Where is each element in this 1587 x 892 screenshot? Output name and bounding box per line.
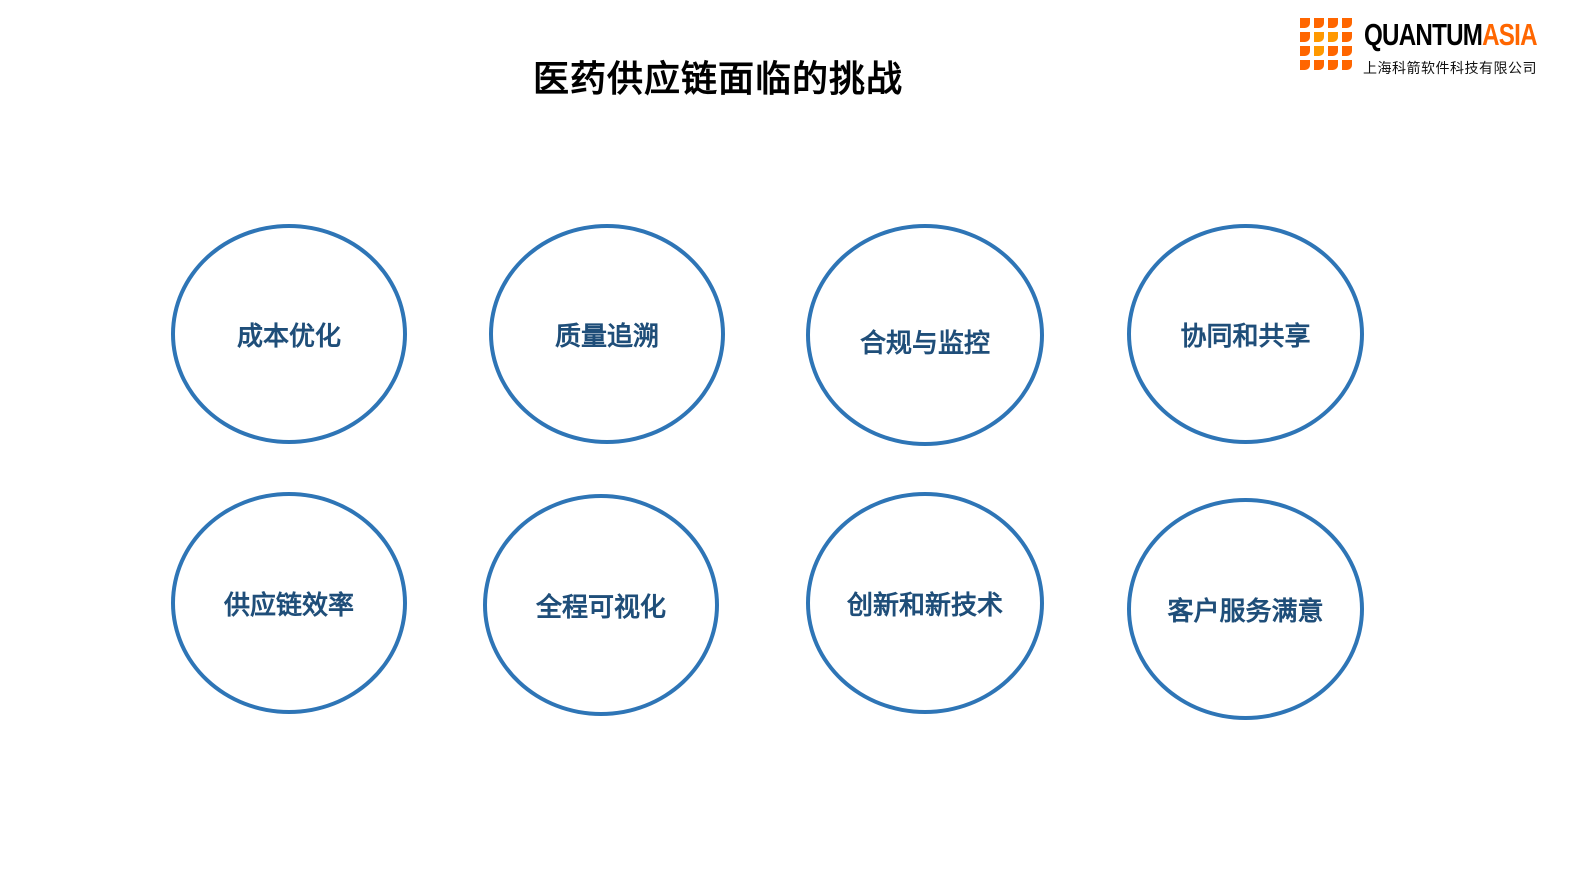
challenge-label: 成本优化 [236,321,341,352]
logo-wordmark: QUANTUMASIA [1364,17,1538,52]
challenge-circle-collaboration: 协同和共享 [1127,224,1364,444]
challenge-label: 合规与监控 [859,328,990,359]
logo-grid-icon [1300,18,1352,70]
challenge-circle-quality: 质量追溯 [489,224,725,444]
challenge-circle-customer-service: 客户服务满意 [1127,498,1364,720]
challenge-circle-efficiency: 供应链效率 [171,492,407,714]
challenge-label: 全程可视化 [535,592,666,623]
logo-subtitle: 上海科箭软件科技有限公司 [1363,61,1537,77]
challenge-label: 客户服务满意 [1167,596,1324,627]
page-title: 医药供应链面临的挑战 [532,59,903,100]
challenge-circle-cost: 成本优化 [171,224,407,444]
challenge-circle-visibility: 全程可视化 [483,494,719,716]
company-logo: QUANTUMASIA 上海科箭软件科技有限公司 [1300,18,1560,80]
challenge-label: 创新和新技术 [846,590,1003,621]
challenge-label: 供应链效率 [223,590,354,621]
challenge-circle-innovation: 创新和新技术 [806,492,1044,714]
challenge-label: 协同和共享 [1180,321,1311,352]
challenge-circle-compliance: 合规与监控 [806,224,1044,446]
challenge-label: 质量追溯 [554,321,659,352]
